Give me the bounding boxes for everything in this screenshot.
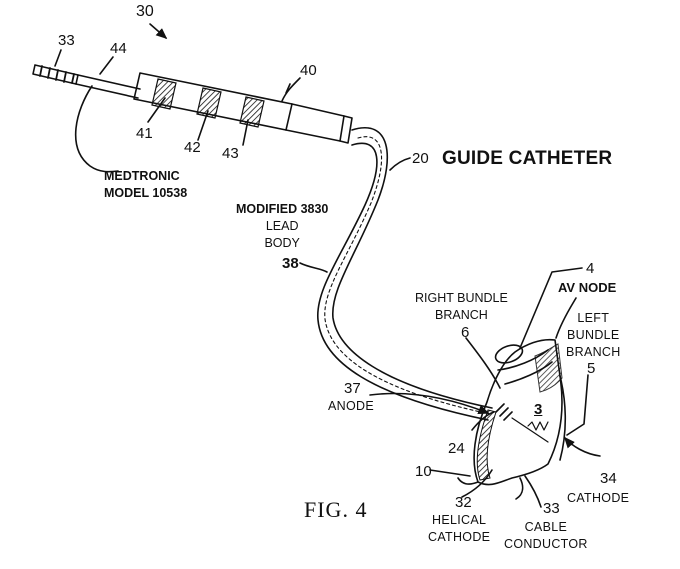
cable-conductor-label: CABLE CONDUCTOR — [504, 520, 588, 551]
lead-body-label: MODIFIED 3830 LEAD BODY — [236, 202, 329, 250]
heart-section — [473, 338, 563, 486]
ref-42: 42 — [184, 139, 201, 156]
av-node — [494, 344, 524, 364]
band-41 — [151, 78, 177, 110]
ref-33-top: 33 — [58, 32, 75, 49]
medtronic-label: MEDTRONIC MODEL 10538 — [104, 169, 188, 200]
ref-4: 4 — [586, 260, 595, 277]
ref-5: 5 — [587, 360, 596, 377]
lead-wire — [75, 74, 141, 99]
ref-33-bottom: 33 — [543, 500, 560, 517]
ref-30: 30 — [136, 3, 154, 20]
ref-6: 6 — [461, 324, 470, 341]
anode-label: ANODE — [328, 399, 374, 413]
ref-43: 43 — [222, 145, 239, 162]
ref-44: 44 — [110, 40, 127, 57]
cathode-label: CATHODE — [567, 491, 630, 505]
band-43 — [239, 96, 265, 128]
right-bundle-label: RIGHT BUNDLE BRANCH — [415, 291, 508, 322]
left-bundle-label: LEFT BUNDLE BRANCH — [566, 311, 621, 359]
ref-41: 41 — [136, 125, 153, 142]
ref-24: 24 — [448, 440, 465, 457]
ref-10: 10 — [415, 463, 432, 480]
ref-20: 20 — [412, 150, 429, 167]
ref-3: 3 — [534, 401, 543, 418]
av-node-label: AV NODE — [558, 280, 617, 295]
ref-40: 40 — [300, 62, 317, 79]
figure-caption: FIG. 4 — [304, 497, 368, 522]
ref-38: 38 — [282, 255, 299, 272]
ref-30-arrow — [149, 23, 168, 40]
guide-catheter-label: GUIDE CATHETER — [442, 148, 613, 169]
ref-32: 32 — [455, 494, 472, 511]
ref-37: 37 — [344, 380, 361, 397]
medtronic-leader — [74, 85, 119, 173]
ref-34: 34 — [600, 470, 617, 487]
helical-cathode-label: HELICAL CATHODE — [428, 513, 491, 544]
band-42 — [196, 87, 222, 119]
helical-cathode — [495, 403, 513, 421]
lead-body-tube — [332, 127, 493, 409]
